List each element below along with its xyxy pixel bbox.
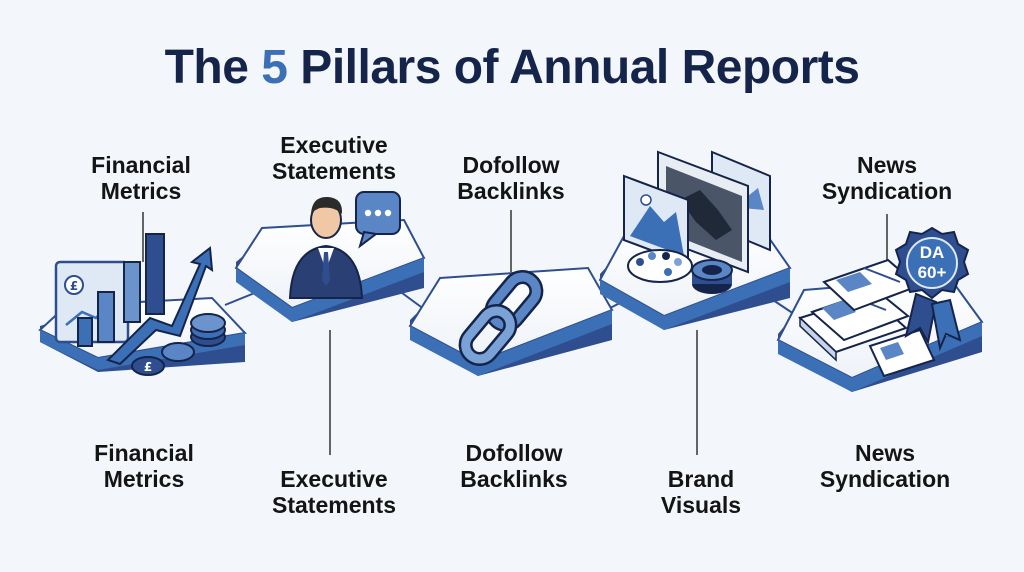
coin-pound-symbol: £ <box>144 360 152 374</box>
leader-lines <box>142 210 888 455</box>
paint-palette-icon <box>627 249 693 283</box>
coin-stack-icon: £ <box>131 313 226 376</box>
camera-lens-icon <box>691 259 733 294</box>
authority-badge-icon: DA 60+ <box>894 226 970 352</box>
badge-line-2: 60+ <box>918 263 947 282</box>
chain-link-icon <box>458 270 544 366</box>
page-title: The 5 Pillars of Annual Reports <box>164 41 860 94</box>
executive-speaking-icon <box>288 191 401 299</box>
financial-chart-icon: £ £ <box>54 233 226 376</box>
badge-line-1: DA <box>920 243 945 262</box>
image-gallery-icon <box>623 150 771 294</box>
newspaper-stack-icon <box>798 258 936 378</box>
title-number: 5 <box>261 41 288 94</box>
pound-symbol: £ <box>70 279 78 293</box>
